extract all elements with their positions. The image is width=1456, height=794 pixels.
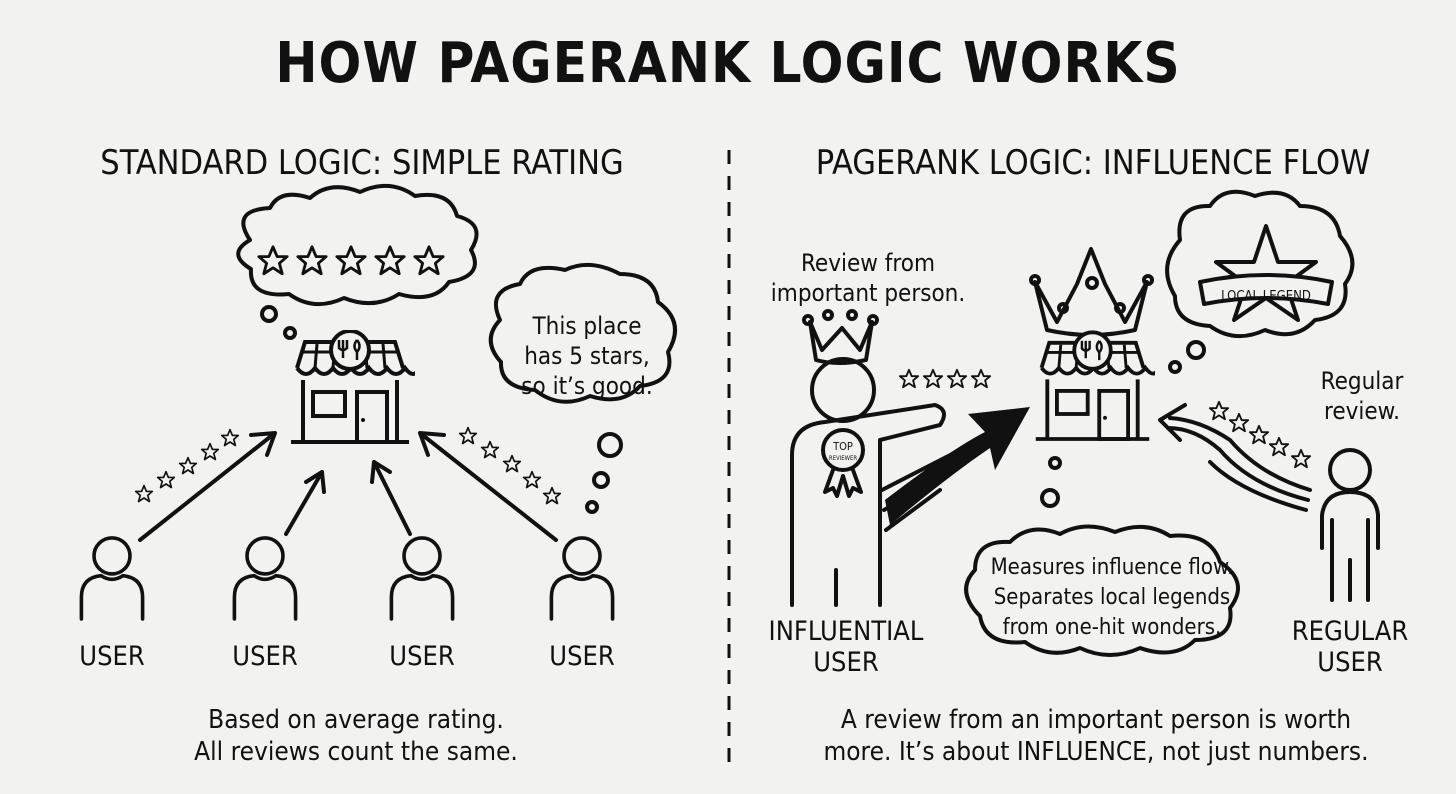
note-line: Review from — [801, 249, 935, 277]
left-caption: Based on average rating. All reviews cou… — [194, 704, 518, 768]
big-influence-arrow — [880, 407, 1030, 532]
local-legend-banner: LOCAL LEGEND — [1221, 289, 1311, 304]
bubble-line: from one-hit wonders. — [1002, 615, 1222, 640]
speech-line: This place — [532, 312, 642, 340]
speech-bubble — [488, 262, 678, 404]
user-label: USER — [549, 641, 615, 672]
badge-text-top: TOP — [832, 440, 853, 453]
user-label: USER — [232, 641, 298, 672]
rating-thought-cloud — [236, 184, 479, 306]
speech-line: has 5 stars, — [524, 342, 650, 370]
label-line: USER — [813, 647, 879, 678]
store-icon — [289, 330, 415, 444]
arrow-stars-right — [458, 426, 562, 505]
influential-user-label: INFLUENTIAL USER — [769, 616, 924, 678]
left-arrows — [138, 431, 558, 542]
user-icon — [549, 536, 615, 621]
page-title: HOW PAGERANK LOGIC WORKS — [275, 31, 1181, 96]
measures-bubble — [964, 524, 1240, 657]
caption-line: more. It’s about INFLUENCE, not just num… — [823, 737, 1369, 767]
bubble-line: Measures influence flow. — [990, 555, 1234, 580]
arrow-stars-left — [134, 428, 240, 503]
regular-user-label: REGULAR USER — [1292, 616, 1408, 678]
speech-bubble-text: This place has 5 stars, so it’s good. — [521, 311, 652, 401]
left-heading: STANDARD LOGIC: SIMPLE RATING — [100, 143, 624, 183]
regular-note: Regular review. — [1321, 366, 1404, 426]
label-line: USER — [1317, 647, 1383, 678]
user-label: USER — [79, 641, 145, 672]
user-icon — [79, 536, 145, 621]
local-legend-cloud: LOCAL LEGEND — [1165, 189, 1355, 338]
label-line: REGULAR — [1291, 616, 1409, 647]
badge-text-reviewer: REVIEWER — [829, 455, 858, 462]
caption-line: Based on average rating. — [208, 705, 504, 735]
influential-note: Review from important person. — [771, 248, 965, 308]
store-icon — [1033, 330, 1155, 441]
influence-stars — [898, 368, 992, 389]
note-line: Regular — [1320, 367, 1404, 395]
speech-line: so it’s good. — [521, 372, 653, 400]
user-icon — [389, 536, 455, 621]
right-caption: A review from an important person is wor… — [823, 704, 1368, 768]
crown-icon — [1029, 247, 1154, 337]
caption-line: All reviews count the same. — [194, 737, 518, 767]
label-line: INFLUENTIAL — [768, 616, 924, 647]
right-heading: PAGERANK LOGIC: INFLUENCE FLOW — [815, 143, 1371, 183]
bubble-line: Separates local legends — [993, 585, 1231, 610]
user-icon — [232, 536, 298, 621]
caption-line: A review from an important person is wor… — [840, 705, 1352, 735]
note-line: review. — [1323, 397, 1400, 425]
top-reviewer-badge-icon: TOP REVIEWER — [821, 428, 865, 498]
influential-user-figure: TOP REVIEWER — [790, 309, 946, 607]
regular-review-arrow — [1158, 403, 1312, 512]
measures-bubble-text: Measures influence flow. Separates local… — [991, 553, 1234, 643]
note-line: important person. — [770, 279, 966, 307]
user-label: USER — [389, 641, 455, 672]
regular-user-figure — [1320, 448, 1380, 602]
